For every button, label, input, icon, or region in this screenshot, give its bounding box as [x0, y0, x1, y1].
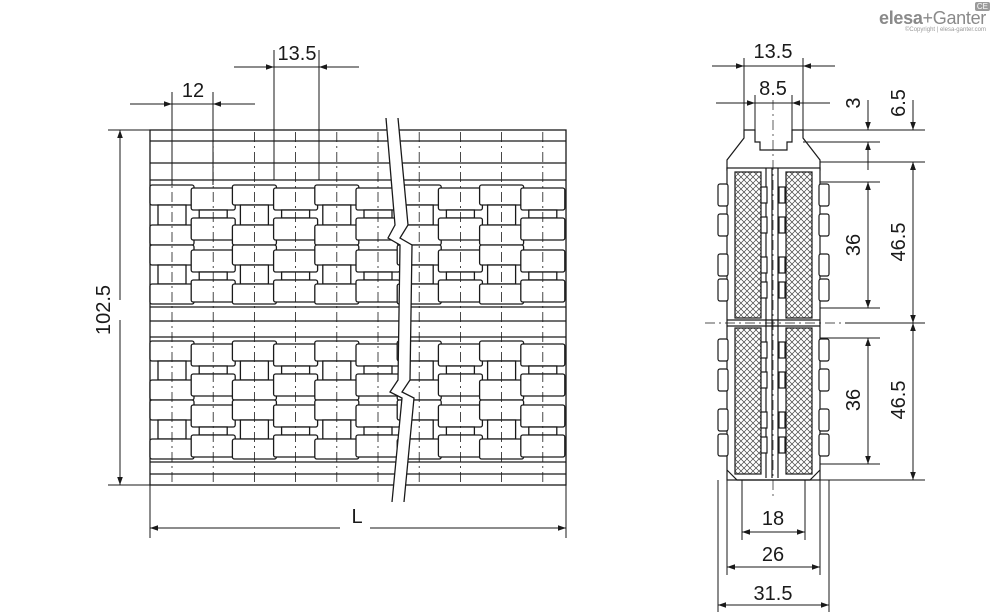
roller: [231, 340, 278, 401]
side-head: [726, 129, 821, 171]
side-rollers: [717, 183, 830, 457]
side-bump: [818, 278, 830, 302]
side-bump: [778, 281, 786, 299]
dim-side-lower-outer: 46.5: [888, 381, 910, 420]
front-centerlines: [171, 132, 544, 483]
dim-top-pitch: 13.5: [278, 43, 317, 65]
side-bump: [818, 368, 830, 392]
dim-side-lower-inner: 36: [843, 389, 865, 411]
side-bump: [717, 278, 729, 302]
side-bump: [760, 186, 768, 204]
front-dimensions: [108, 50, 567, 538]
brand-logo: elesa+Ganter ©Copyright | elesa-ganter.c…: [879, 8, 986, 33]
dim-left-pitch: 12: [182, 80, 204, 102]
side-bump: [760, 411, 768, 429]
side-bump: [760, 436, 768, 454]
dim-side-top-height: 6.5: [888, 89, 910, 117]
side-bump: [778, 371, 786, 389]
side-bump: [717, 408, 729, 432]
dim-side-slot-width: 8.5: [759, 78, 787, 100]
dim-side-lip-height: 3: [843, 97, 865, 108]
side-bump: [818, 253, 830, 277]
side-bump: [818, 183, 830, 207]
dim-side-upper-outer: 46.5: [888, 223, 910, 262]
side-bump: [760, 371, 768, 389]
side-bump: [760, 281, 768, 299]
side-bump: [717, 368, 729, 392]
side-bump: [778, 256, 786, 274]
roller: [231, 399, 278, 460]
roller: [314, 399, 360, 460]
roller: [190, 343, 236, 397]
roller: [520, 343, 566, 397]
roller: [437, 343, 484, 397]
roller: [520, 187, 566, 241]
front-rollers: [149, 184, 566, 460]
roller: [314, 340, 360, 401]
roller: [149, 340, 195, 401]
dim-side-mid-width: 26: [762, 544, 784, 566]
side-bump: [778, 216, 786, 234]
roller: [478, 399, 525, 460]
side-bump: [717, 213, 729, 237]
side-bump: [818, 408, 830, 432]
side-bump: [778, 341, 786, 359]
side-bump: [818, 433, 830, 457]
side-bump: [760, 256, 768, 274]
dim-side-upper-inner: 36: [843, 234, 865, 256]
dim-side-outer-width: 31.5: [754, 583, 793, 605]
dim-side-top-width: 13.5: [754, 41, 793, 63]
dim-side-inner-width: 18: [762, 508, 784, 530]
side-bump: [818, 338, 830, 362]
side-view: [705, 100, 845, 500]
roller: [478, 340, 525, 401]
side-bump: [760, 216, 768, 234]
side-bump: [778, 411, 786, 429]
side-bump: [717, 433, 729, 457]
side-bump: [778, 436, 786, 454]
break-line: [385, 117, 415, 503]
dim-length: L: [351, 506, 362, 528]
side-dimensions: [712, 58, 925, 612]
side-bump: [760, 341, 768, 359]
dim-height: 102.5: [93, 285, 115, 335]
roller: [272, 343, 319, 397]
ce-mark: CE: [974, 2, 990, 11]
side-bump: [717, 183, 729, 207]
side-bump: [717, 253, 729, 277]
side-bump: [717, 338, 729, 362]
side-bump: [818, 213, 830, 237]
brand-copyright: ©Copyright | elesa-ganter.com: [904, 27, 986, 33]
front-view: [149, 129, 567, 486]
side-bump: [778, 186, 786, 204]
brand-name: elesa+Ganter: [879, 8, 986, 28]
roller: [149, 399, 195, 460]
